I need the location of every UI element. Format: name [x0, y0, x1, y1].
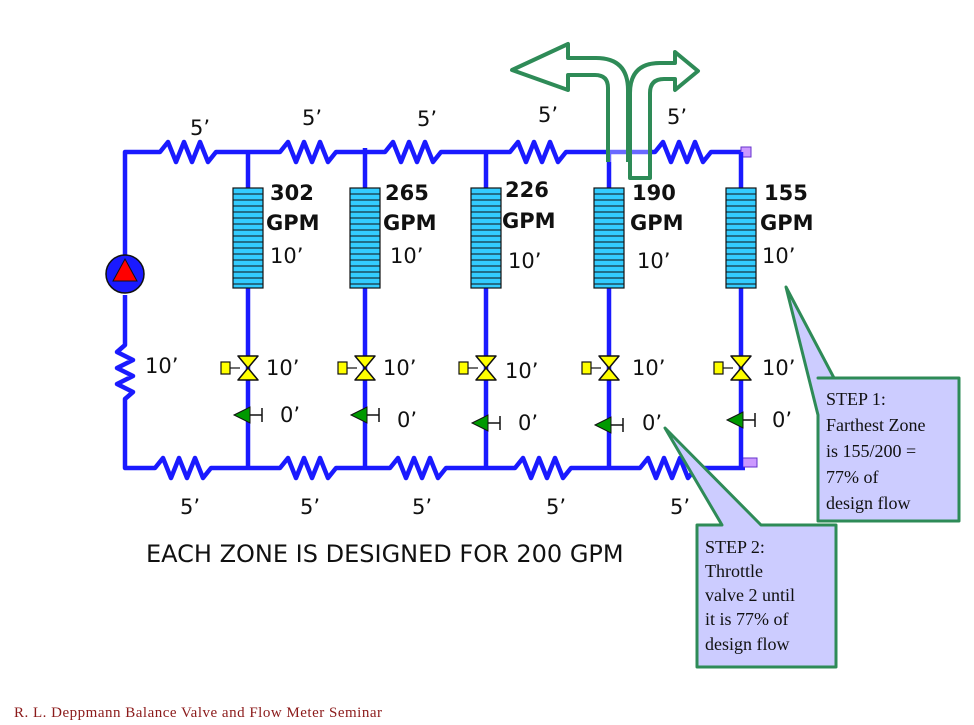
top-seg-label-3: 5’	[417, 107, 437, 131]
coil-head-label: 10’	[270, 244, 303, 268]
top-seg-label-5: 5’	[667, 105, 687, 129]
valve-head-label: 10’	[266, 356, 299, 380]
flow-left-arrow	[510, 42, 630, 162]
zone-3: 226 GPM 10’ 10’ 0’	[458, 152, 556, 468]
coil	[349, 187, 381, 289]
step1-line-1: STEP 1:	[826, 389, 886, 409]
step1-line-3: is 155/200 =	[826, 441, 916, 461]
bottom-seg-label-4: 5’	[546, 495, 566, 519]
step2-line-4: it is 77% of	[705, 609, 789, 629]
balance-valve	[581, 355, 620, 381]
check-valve	[350, 406, 380, 424]
step2-callout	[663, 426, 838, 669]
valve-head-label: 10’	[383, 356, 416, 380]
zone-flow: 265	[385, 181, 429, 205]
valve-head-label: 10’	[632, 356, 665, 380]
check-head-label: 0’	[642, 411, 662, 435]
return-header	[114, 295, 758, 481]
pump-head-label: 10’	[145, 354, 178, 378]
zone-5: 155 GPM 10’ 10’ 0’	[713, 152, 814, 468]
footer-text: R. L. Deppmann Balance Valve and Flow Me…	[14, 705, 382, 721]
valve-head-label: 10’	[762, 356, 795, 380]
check-valve	[233, 406, 263, 424]
top-seg-label-1: 5’	[190, 116, 210, 140]
zone-flow: 226	[505, 178, 549, 202]
coil-head-label: 10’	[762, 244, 795, 268]
step2-line-3: valve 2 until	[705, 585, 795, 605]
pump	[105, 254, 145, 294]
flow-right-arrow	[628, 50, 700, 180]
top-seg-label-2: 5’	[302, 106, 322, 130]
zone-flow-unit: GPM	[760, 211, 814, 235]
bottom-seg-label-5: 5’	[670, 495, 690, 519]
step2-line-1: STEP 2:	[705, 537, 765, 557]
bottom-seg-label-2: 5’	[300, 495, 320, 519]
check-head-label: 0’	[772, 408, 792, 432]
check-valve	[726, 411, 756, 429]
check-valve	[471, 414, 501, 432]
zone-flow-unit: GPM	[266, 211, 320, 235]
zone-4: 190 GPM 10’ 10’ 0’	[581, 152, 684, 468]
coil	[593, 187, 625, 289]
balance-valve	[458, 355, 497, 381]
valve-head-label: 10’	[505, 359, 538, 383]
balance-valve	[220, 355, 259, 381]
balance-valve	[713, 355, 752, 381]
coil-head-label: 10’	[637, 249, 670, 273]
check-valve	[594, 416, 624, 434]
zone-flow: 190	[632, 181, 676, 205]
bottom-seg-label-1: 5’	[180, 495, 200, 519]
design-caption: EACH ZONE IS DESIGNED FOR 200 GPM	[146, 540, 624, 568]
zone-flow-unit: GPM	[630, 211, 684, 235]
step2-line-5: design flow	[705, 634, 790, 654]
coil	[232, 187, 264, 289]
coil-head-label: 10’	[390, 244, 423, 268]
return-cap	[740, 457, 758, 468]
coil-head-label: 10’	[508, 249, 541, 273]
balance-valve	[337, 355, 376, 381]
coil	[470, 187, 502, 289]
step1-line-5: design flow	[826, 493, 911, 513]
top-seg-label-4: 5’	[538, 103, 558, 127]
step1-line-4: 77% of	[826, 467, 879, 487]
zone-flow: 155	[764, 181, 808, 205]
step2-line-2: Throttle	[705, 561, 763, 581]
zone-flow-unit: GPM	[502, 209, 556, 233]
check-head-label: 0’	[397, 408, 417, 432]
zone-flow-unit: GPM	[383, 211, 437, 235]
step1-line-2: Farthest Zone	[826, 415, 925, 435]
zone-flow: 302	[270, 181, 314, 205]
zone-1: 302 GPM 10’ 10’ 0’	[220, 152, 320, 468]
zone-2: 265 GPM 10’ 10’ 0’	[337, 148, 437, 468]
step1-callout	[784, 285, 961, 523]
coil	[725, 187, 757, 289]
check-head-label: 0’	[518, 411, 538, 435]
bottom-seg-label-3: 5’	[412, 495, 432, 519]
check-head-label: 0’	[280, 403, 300, 427]
